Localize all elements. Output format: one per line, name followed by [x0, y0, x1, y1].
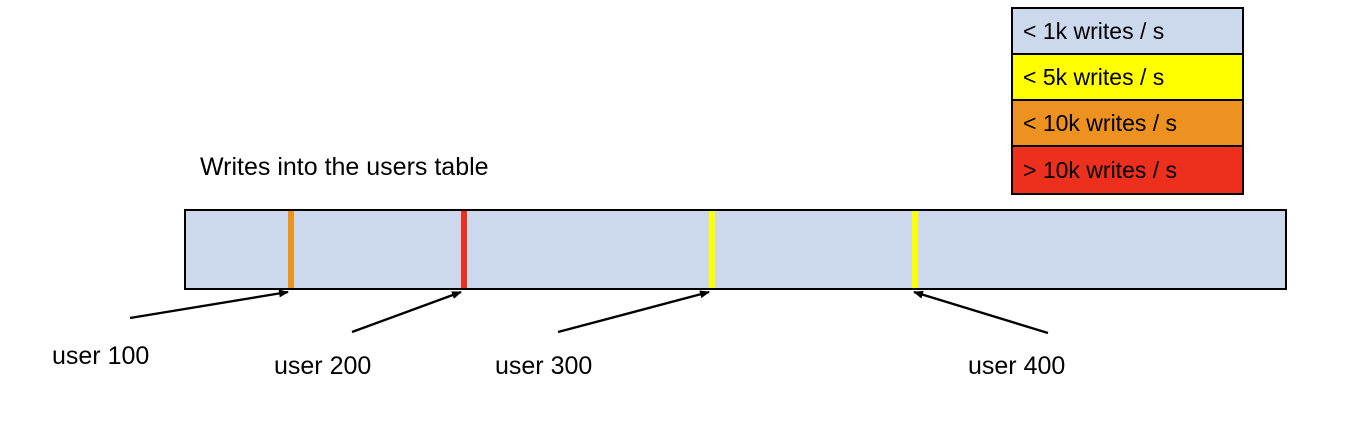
legend-label-under-5k: < 5k writes / s [1023, 63, 1165, 90]
user-100-stripe [288, 211, 294, 288]
legend-row-over-10k: > 10k writes / s [1013, 147, 1242, 193]
user-400-arrow [913, 290, 1049, 335]
users-table-bar [184, 209, 1287, 290]
user-100-arrow [129, 289, 289, 320]
legend-row-under-1k: < 1k writes / s [1013, 9, 1242, 55]
user-300-stripe [709, 211, 715, 288]
legend-row-under-5k: < 5k writes / s [1013, 55, 1242, 101]
legend: < 1k writes / s < 5k writes / s < 10k wr… [1011, 7, 1244, 195]
user-400-label: user 400 [968, 352, 1066, 380]
user-200-arrow [351, 290, 462, 334]
user-200-label: user 200 [274, 352, 372, 380]
legend-label-under-10k: < 10k writes / s [1023, 109, 1178, 136]
legend-label-over-10k: > 10k writes / s [1023, 156, 1178, 183]
user-400-stripe [912, 211, 918, 288]
legend-row-under-10k: < 10k writes / s [1013, 101, 1242, 147]
legend-label-under-1k: < 1k writes / s [1023, 17, 1165, 44]
user-300-label: user 300 [495, 352, 593, 380]
diagram-title: Writes into the users table [200, 153, 489, 181]
user-100-label: user 100 [52, 342, 150, 370]
user-200-stripe [461, 211, 467, 288]
user-300-arrow [557, 290, 710, 334]
